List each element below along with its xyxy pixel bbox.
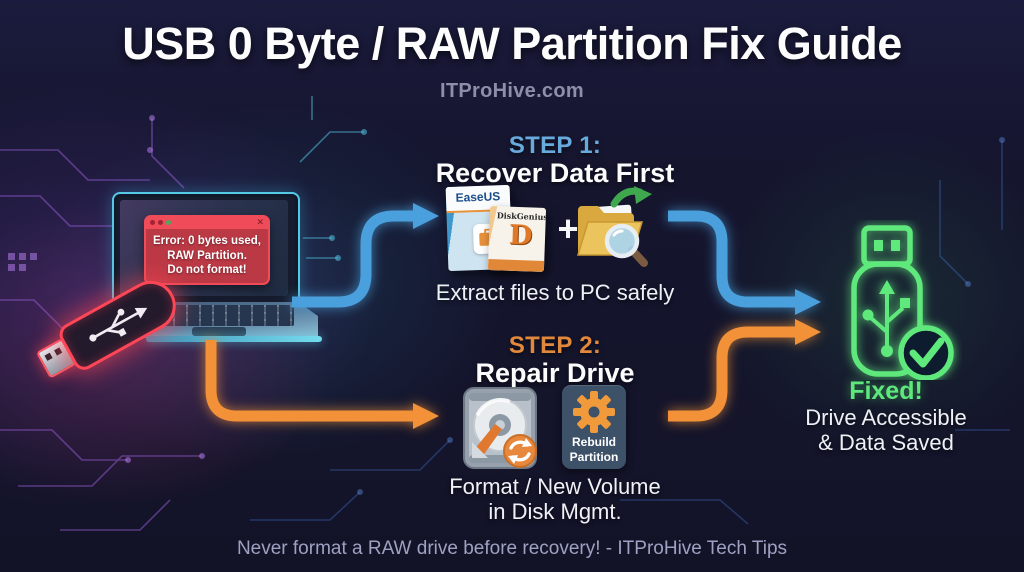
arrow-laptop-to-step2 (205, 340, 439, 429)
hard-disk-icon (463, 387, 537, 469)
diskgenius-box-band (487, 259, 545, 272)
error-line: RAW Partition. (167, 249, 247, 262)
refresh-icon (503, 434, 537, 468)
step2-label: STEP 2: (508, 332, 602, 359)
laptop-screen-content: ✕ Error: 0 bytes used, RAW Partition. Do… (120, 200, 288, 296)
window-dot-icon (150, 219, 155, 225)
arrow-step2-to-fixed (668, 319, 821, 422)
check-icon (898, 325, 954, 380)
diskgenius-logo: D (496, 219, 546, 252)
site-name: ITProHive.com (440, 80, 584, 102)
rebuild-badge-line2: Partition (569, 450, 619, 464)
window-dot-icon (158, 219, 163, 225)
usb-trident-icon (862, 280, 910, 357)
result-line2: & Data Saved (818, 430, 954, 455)
gear-icon (573, 391, 615, 433)
error-line: Error: 0 bytes used, (152, 234, 261, 247)
diskgenius-software-box: DiskGenius D (487, 206, 547, 272)
diskgenius-logo-letter: D (508, 219, 533, 252)
rebuild-badge-line1: Rebuild (571, 435, 616, 449)
arrow-laptop-to-step1 (292, 203, 439, 308)
rebuild-partition-badge: Rebuild Partition (562, 385, 626, 469)
error-dialog: ✕ Error: 0 bytes used, RAW Partition. Do… (144, 215, 270, 285)
footer-note: Never format a RAW drive before recovery… (236, 538, 788, 559)
usb-trident-icon (89, 307, 148, 342)
step2-caption-line2: in Disk Mgmt. (488, 499, 622, 524)
raw-usb-stick (35, 268, 228, 408)
usb-body (55, 271, 185, 374)
step1-label: STEP 1: (508, 132, 602, 159)
step1-caption: Extract files to PC safely (435, 280, 675, 305)
window-dot-icon (166, 219, 171, 225)
fixed-status: Fixed! (849, 377, 923, 405)
close-icon: ✕ (256, 216, 264, 227)
step2-caption-line1: Format / New Volume (449, 474, 661, 499)
fixed-usb-icon (851, 225, 954, 380)
error-message: Error: 0 bytes used, RAW Partition. Do n… (144, 229, 270, 285)
page-title: USB 0 Byte / RAW Partition Fix Guide (122, 18, 902, 69)
folder-search-icon (576, 186, 652, 267)
result-line1: Drive Accessible (805, 405, 967, 430)
step2-title: Repair Drive (475, 358, 635, 388)
error-line: Do not format! (167, 264, 247, 277)
laptop-base-glow (146, 336, 322, 342)
arrow-step1-to-fixed (668, 210, 821, 315)
magnifier-icon (604, 223, 648, 267)
step1-title: Recover Data First (435, 158, 675, 188)
plus-sign: + (557, 208, 579, 249)
trackpad (192, 327, 246, 336)
error-dialog-titlebar: ✕ (144, 215, 270, 229)
